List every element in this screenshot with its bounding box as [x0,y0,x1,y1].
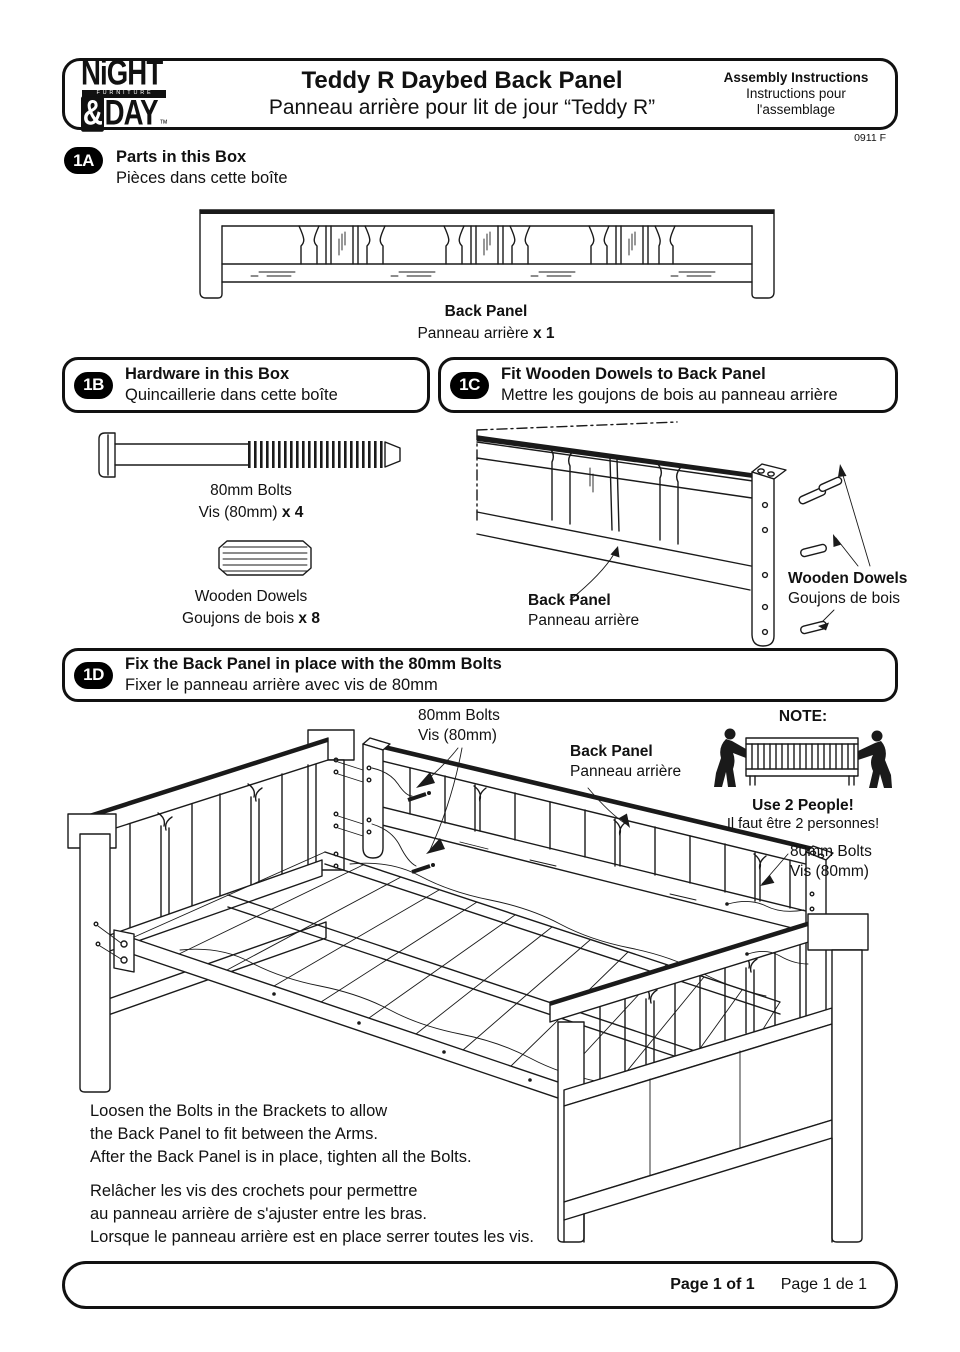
back-panel-leader [587,787,630,828]
bolts-right-junction [725,853,809,965]
label-1d-back-panel: Back Panel Panneau arrière [570,743,682,780]
logo-furniture-band: FURNITURE [82,90,166,98]
note-use-2-people: NOTE: Use 2 People! Il faut être 2 perso… [703,708,903,833]
dowel-figure [218,540,312,576]
bolt-figure [98,432,401,478]
label-1c-back-panel: Back Panel Panneau arrière [528,592,640,629]
label-1d-bolts-right: 80mm Bolts Vis (80mm) [790,843,872,880]
section-1a-heading: 1A Parts in this Box Pièces dans cette b… [64,147,288,189]
assembly-instructions-text: Loosen the Bolts in the Brackets to allo… [90,1100,534,1249]
document-title-block: Teddy R Daybed Back Panel Panneau arrièr… [217,67,707,121]
section-1d-heading: 1D Fix the Back Panel in place with the … [62,648,898,702]
logo-ampersand: & [81,93,104,133]
section-1b-heading: 1B Hardware in this Box Quincaillerie da… [62,357,430,413]
section-1c-heading: 1C Fit Wooden Dowels to Back Panel Mettr… [438,357,898,413]
back-panel-figure [199,209,775,299]
page-title-fr: Panneau arrière pour lit de jour “Teddy … [268,96,656,119]
dowel-fit-figure [476,421,871,647]
page-footer: Page 1 of 1 Page 1 de 1 [62,1261,898,1309]
badge-1a: 1A [64,147,103,174]
bolts-caption: 80mm Bolts Vis (80mm) x 4 [198,482,304,521]
right-arm-drawing [549,913,869,1243]
daybed-assembly-figure [67,729,869,1243]
page-number-fr: Page 1 de 1 [780,1276,867,1293]
trademark-symbol: ™ [159,117,167,130]
two-people-carrying-panel-icon [714,728,892,788]
back-panel-caption: Back Panel Panneau arrière x 1 [417,303,555,342]
badge-1d: 1D [74,661,113,689]
assembly-instructions-block: Assembly Instructions Instructions pour … [723,70,869,117]
bolts-left-junction [371,747,463,874]
instructions-french: Relâcher les vis des crochets pour perme… [90,1182,534,1246]
badge-1b: 1B [74,371,113,399]
page-number-en: Page 1 of 1 [670,1276,755,1293]
left-arm-drawing [67,729,364,1093]
page-title: Teddy R Daybed Back Panel [301,67,623,94]
doc-code: 0911 F [854,132,886,144]
dowels-caption: Wooden Dowels Goujons de bois x 8 [182,588,320,627]
badge-1c: 1C [450,371,489,399]
logo-word-night: NiGHT [81,54,163,94]
label-1d-bolts-top: 80mm Bolts Vis (80mm) [418,707,500,744]
label-1c-wooden-dowels: Wooden Dowels Goujons de bois [788,570,908,607]
instructions-english: Loosen the Bolts in the Brackets to allo… [90,1102,472,1166]
